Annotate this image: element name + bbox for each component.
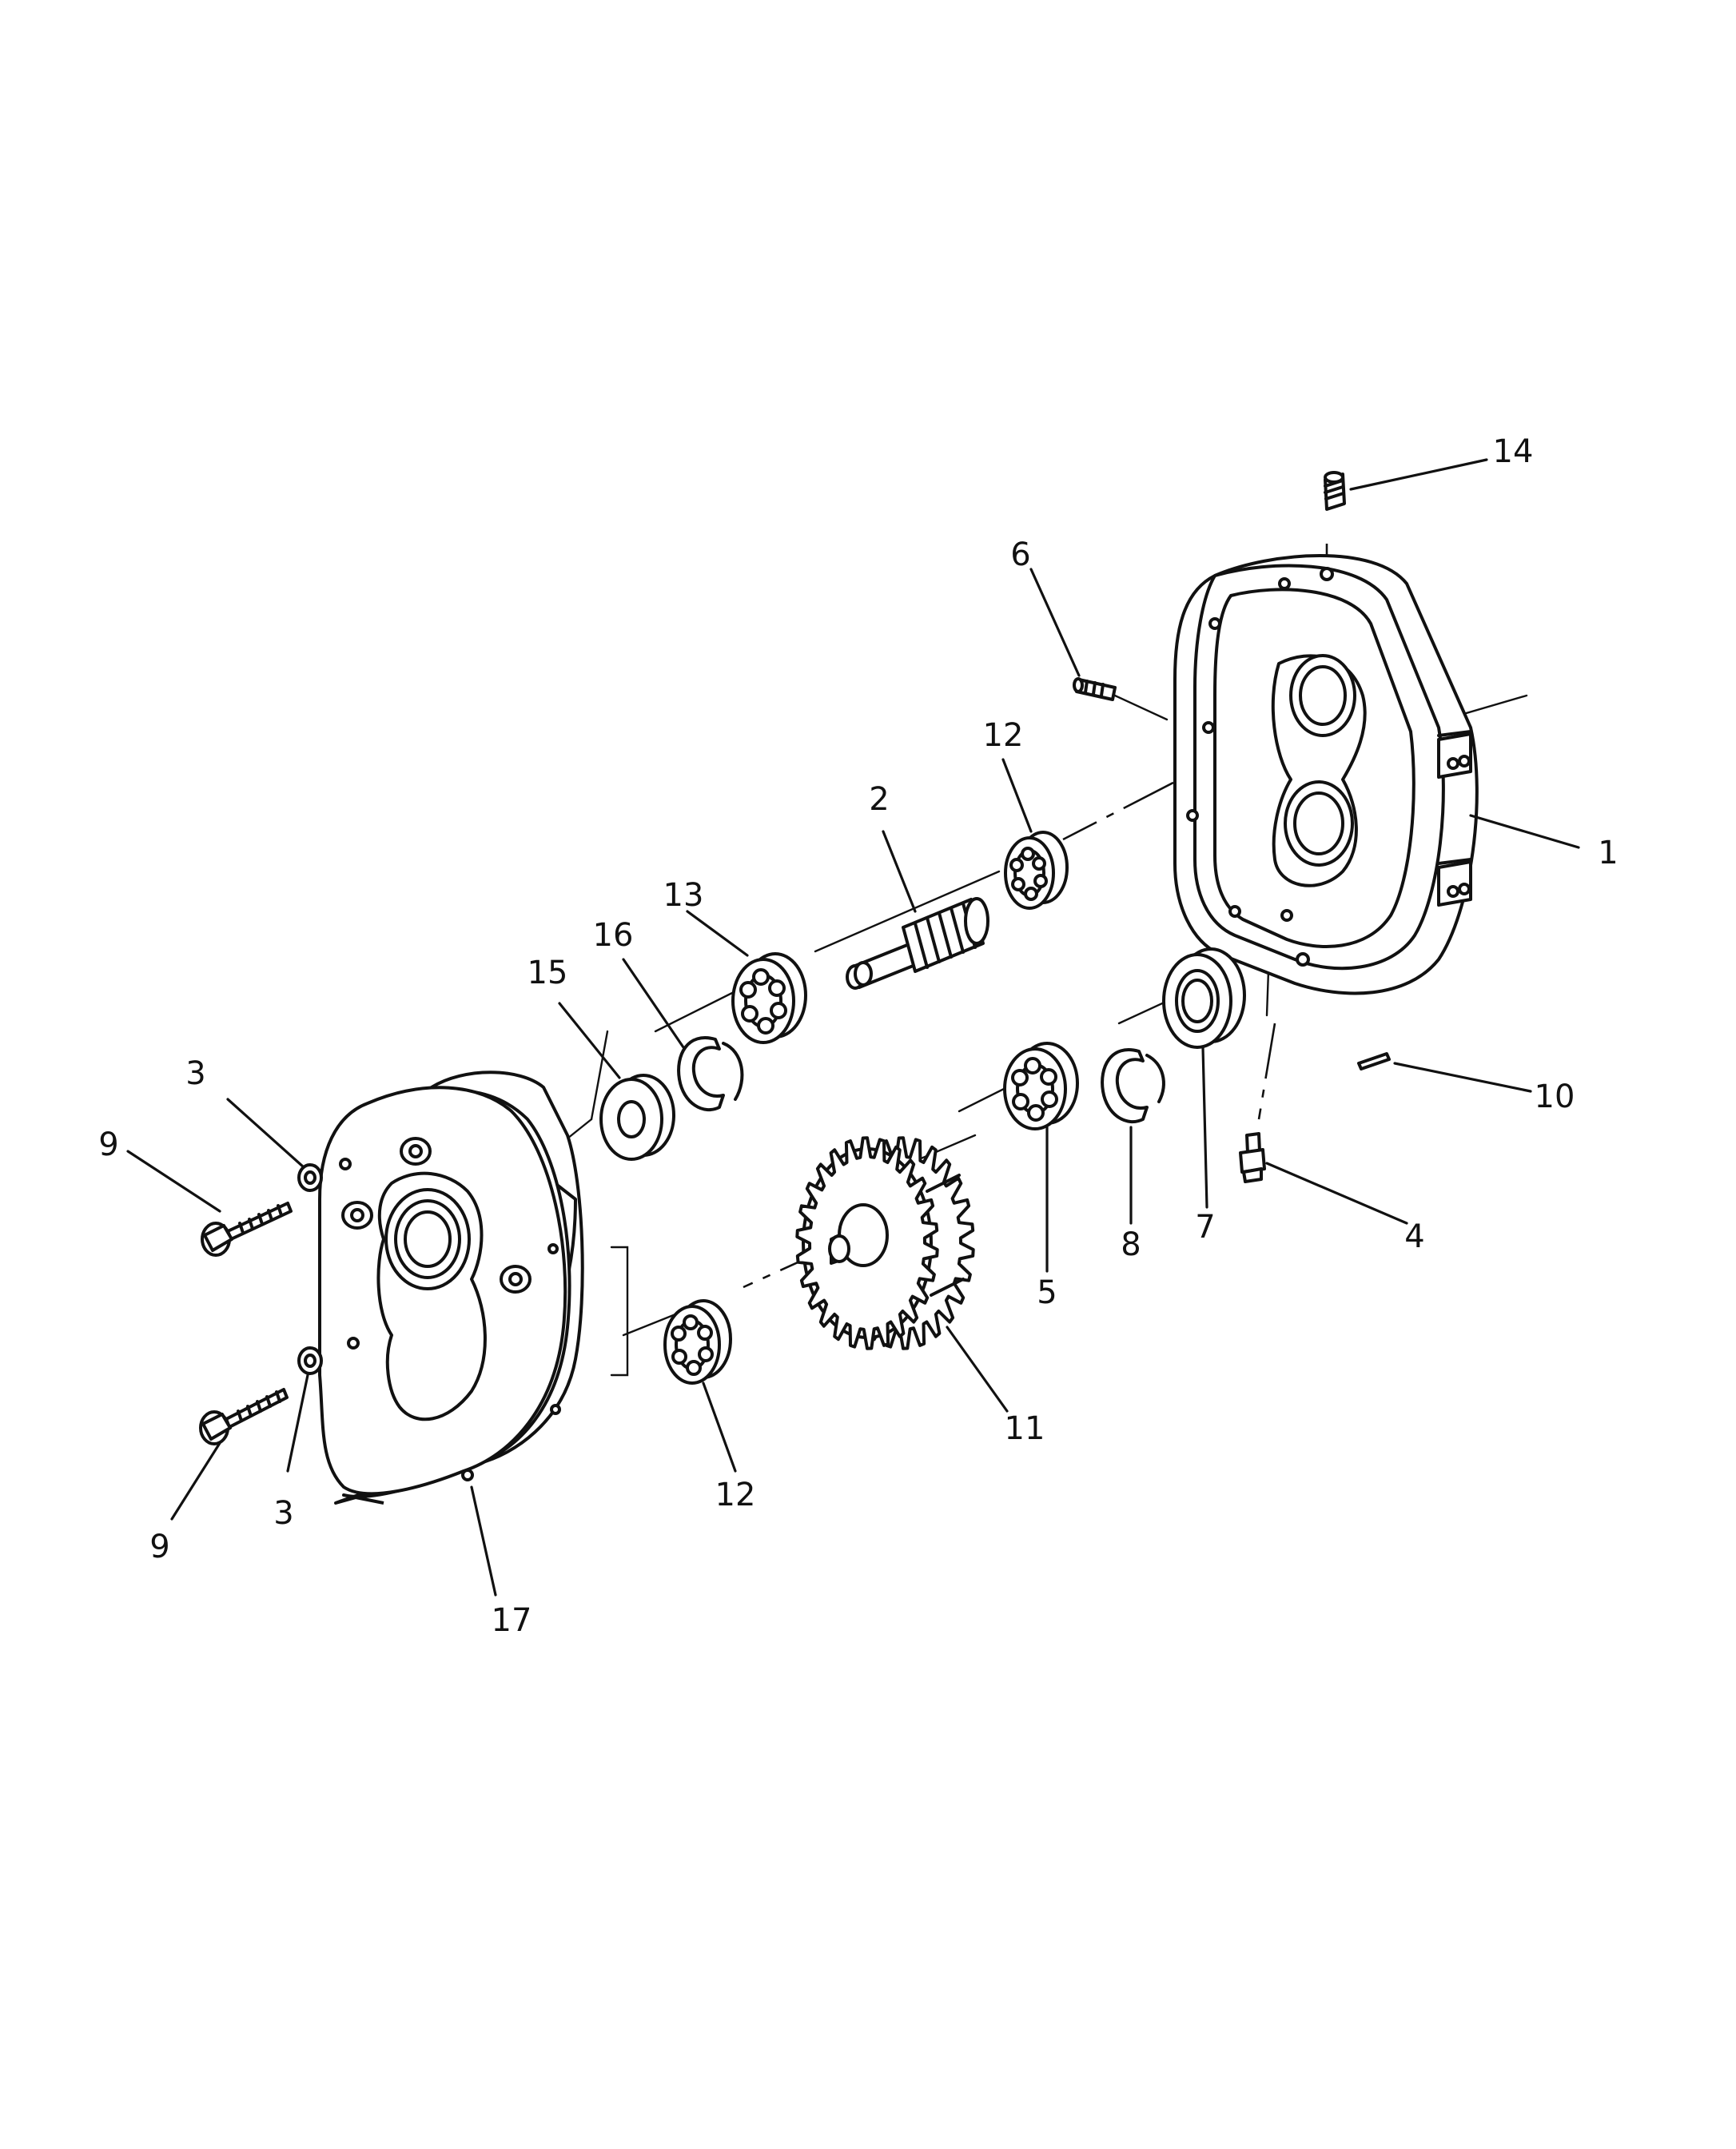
grease-fitting-4 <box>1239 1132 1266 1183</box>
cap-screw-9-lower <box>199 1388 289 1445</box>
pinion-shaft <box>846 897 989 990</box>
callout-4: 4 <box>1404 1218 1424 1255</box>
callout-5: 5 <box>1037 1274 1057 1311</box>
callout-3-lower: 3 <box>273 1495 293 1532</box>
bearing-13 <box>731 952 807 1044</box>
callout-10: 10 <box>1535 1078 1575 1115</box>
gear-case-housing <box>1173 554 1479 995</box>
callout-13: 13 <box>663 877 704 914</box>
callout-15: 15 <box>528 955 568 991</box>
callout-14: 14 <box>1493 433 1534 470</box>
callout-8: 8 <box>1121 1226 1141 1263</box>
callout-11: 11 <box>1005 1410 1045 1447</box>
callout-17: 17 <box>492 1602 532 1639</box>
retaining-ring-16 <box>677 1036 744 1112</box>
dowel-pin-6 <box>1073 677 1117 701</box>
retaining-ring-8 <box>1101 1048 1165 1124</box>
callout-labels: 14 6 12 2 13 16 15 1 3 9 10 4 7 8 5 11 1… <box>98 433 1618 1639</box>
callout-7: 7 <box>1195 1209 1215 1246</box>
callout-6: 6 <box>1010 536 1030 573</box>
set-screw-14 <box>1324 471 1346 511</box>
bearing-12-lower <box>663 1299 732 1385</box>
washer-3-lower <box>297 1346 323 1375</box>
callout-2: 2 <box>869 781 889 818</box>
callout-12-lower: 12 <box>715 1477 756 1513</box>
callout-9-upper: 9 <box>98 1126 118 1163</box>
washer-3-upper <box>297 1163 323 1192</box>
key-10 <box>1357 1052 1391 1071</box>
gear-case-cover <box>318 1071 584 1505</box>
seal-7 <box>1162 947 1246 1049</box>
callout-1: 1 <box>1598 835 1618 871</box>
cap-screw-9-upper <box>201 1202 293 1257</box>
callout-12-upper: 12 <box>983 717 1024 754</box>
callout-9-lower: 9 <box>149 1529 169 1565</box>
spur-gear <box>795 1136 975 1350</box>
leader-lines <box>126 458 1580 1597</box>
spacer-15 <box>599 1074 675 1161</box>
callout-3-upper: 3 <box>185 1055 205 1092</box>
bearing-5 <box>1003 1042 1079 1130</box>
bearing-12-upper <box>1004 831 1069 910</box>
callout-16: 16 <box>593 917 634 954</box>
